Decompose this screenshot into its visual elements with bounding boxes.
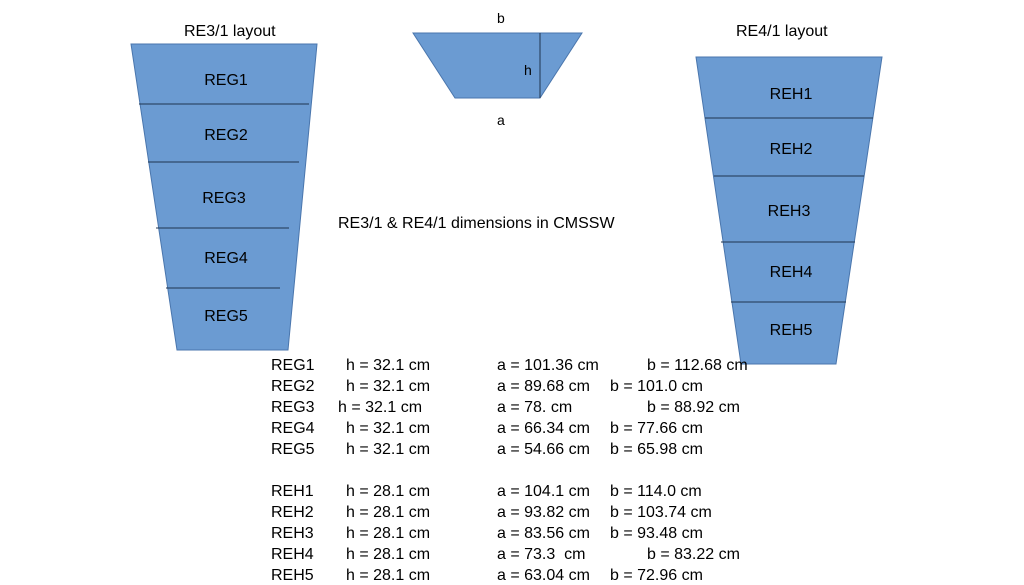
row-a: a = 89.68 cm: [497, 378, 590, 395]
row-b: b = 101.0 cm: [610, 378, 703, 395]
row-a: a = 73.3 cm: [497, 546, 586, 563]
row-b: b = 112.68 cm: [647, 357, 748, 374]
re4-segment-label: REH4: [769, 264, 813, 281]
row-name: REG4: [271, 420, 315, 437]
schematic-trapezoid: [412, 32, 583, 99]
row-name: REH3: [271, 525, 314, 542]
row-name: REH2: [271, 504, 314, 521]
schematic-h-label: h: [524, 62, 532, 78]
row-name: REH1: [271, 483, 314, 500]
schematic-a-label: a: [497, 112, 505, 128]
row-a: a = 101.36 cm: [497, 357, 599, 374]
re4-segment-label: REH1: [769, 86, 813, 103]
row-name: REG2: [271, 378, 315, 395]
row-name: REG1: [271, 357, 315, 374]
re3-segment-label: REG4: [204, 250, 248, 267]
center-caption: RE3/1 & RE4/1 dimensions in CMSSW: [338, 215, 615, 232]
re4-segment-label: REH5: [769, 322, 813, 339]
row-h: h = 32.1 cm: [338, 399, 423, 416]
re3-segment-label: REG5: [204, 308, 248, 325]
row-name: REH4: [271, 546, 314, 563]
row-h: h = 28.1 cm: [346, 546, 431, 563]
re4-trapezoid: [695, 56, 883, 365]
row-h: h = 28.1 cm: [346, 483, 431, 500]
row-h: h = 28.1 cm: [346, 567, 431, 584]
row-b: b = 88.92 cm: [647, 399, 740, 416]
re4-layout-title: RE4/1 layout: [736, 23, 828, 40]
row-a: a = 78. cm: [497, 399, 573, 416]
re3-segment-label: REG1: [204, 72, 248, 89]
re3-segment-label: REG2: [204, 127, 248, 144]
re4-segment-label: REH3: [767, 203, 811, 220]
row-h: h = 32.1 cm: [346, 441, 431, 458]
re3-trapezoid: [130, 43, 318, 351]
re3-segment-label: REG3: [202, 190, 246, 207]
row-name: REH5: [271, 567, 314, 584]
row-a: a = 63.04 cm: [497, 567, 590, 584]
row-b: b = 83.22 cm: [647, 546, 740, 563]
row-a: a = 104.1 cm: [497, 483, 590, 500]
row-b: b = 93.48 cm: [610, 525, 703, 542]
row-h: h = 32.1 cm: [346, 357, 431, 374]
re3-layout-title: RE3/1 layout: [184, 23, 276, 40]
row-b: b = 77.66 cm: [610, 420, 703, 437]
row-name: REG3: [271, 399, 315, 416]
row-h: h = 32.1 cm: [346, 420, 431, 437]
row-name: REG5: [271, 441, 315, 458]
row-h: h = 28.1 cm: [346, 525, 431, 542]
schematic-b-label: b: [497, 10, 505, 26]
row-b: b = 72.96 cm: [610, 567, 703, 584]
row-a: a = 66.34 cm: [497, 420, 590, 437]
row-h: h = 28.1 cm: [346, 504, 431, 521]
row-b: b = 103.74 cm: [610, 504, 712, 521]
row-b: b = 114.0 cm: [610, 483, 702, 500]
row-a: a = 54.66 cm: [497, 441, 590, 458]
re4-segment-label: REH2: [769, 141, 813, 158]
row-a: a = 83.56 cm: [497, 525, 590, 542]
row-a: a = 93.82 cm: [497, 504, 590, 521]
row-h: h = 32.1 cm: [346, 378, 431, 395]
row-b: b = 65.98 cm: [610, 441, 703, 458]
